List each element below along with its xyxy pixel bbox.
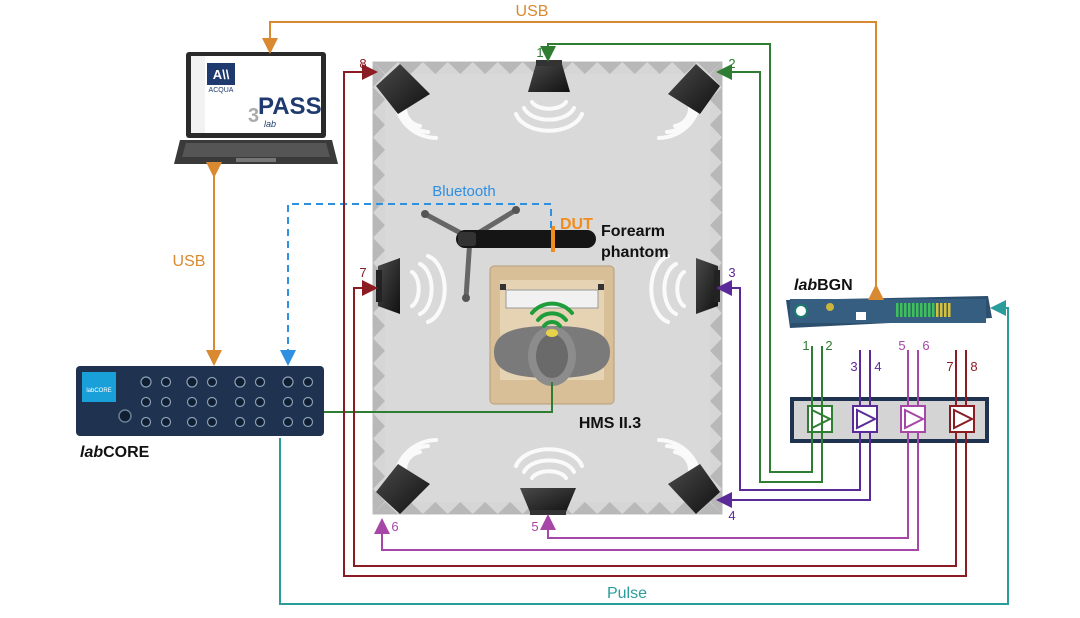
- bluetooth-line: [280, 203, 552, 366]
- forearm-label-2: phantom: [601, 244, 669, 261]
- labcore-jack: [234, 416, 246, 428]
- labcore-jack: [140, 396, 152, 408]
- labcore-jack: [206, 416, 218, 428]
- labbgn-level-led: [948, 303, 951, 317]
- labbgn-device: [786, 296, 992, 328]
- laptop: A\\ ACQUA 3 PASS lab: [174, 52, 338, 164]
- amp-ch78: [949, 405, 975, 433]
- labcore-jack: [234, 376, 246, 388]
- labcore-jack: [206, 396, 218, 408]
- speaker-7: [376, 258, 400, 314]
- labbgn-level-led: [920, 303, 923, 317]
- labcore-jack: [254, 396, 266, 408]
- bluetooth-label: Bluetooth: [432, 183, 495, 200]
- laptop-logo: ACQUA: [209, 87, 234, 94]
- amp-number-7: 7: [946, 359, 953, 374]
- laptop-pass: PASS: [258, 93, 322, 120]
- labcore-title: labCORE: [80, 444, 150, 461]
- pulse-line: [279, 300, 1009, 605]
- channel-4-line: [716, 432, 871, 508]
- channel-8-line: [343, 64, 967, 577]
- speaker-number-5: 5: [531, 519, 538, 534]
- labcore-jack: [160, 396, 172, 408]
- labcore-device: labCORE: [76, 366, 324, 436]
- channel-3-line: [716, 280, 861, 491]
- speaker-number-8: 8: [359, 56, 366, 71]
- speaker-number-4: 4: [728, 508, 735, 523]
- labcore-jack: [302, 376, 314, 388]
- dut-label: DUT: [560, 216, 593, 233]
- channel-1-line: [540, 43, 813, 473]
- labcore-jack: [234, 396, 246, 408]
- labbgn-level-led: [912, 303, 915, 317]
- labcore-jack: [302, 396, 314, 408]
- svg-text:A\\: A\\: [213, 67, 230, 82]
- labbgn-level-led: [932, 303, 935, 317]
- usb-label-top: USB: [516, 3, 549, 20]
- labbgn-level-led: [944, 303, 947, 317]
- channel-6-line: [374, 432, 919, 551]
- speaker-number-2: 2: [728, 56, 735, 71]
- speaker-number-7: 7: [359, 265, 366, 280]
- labcore-jack: [160, 416, 172, 428]
- speaker-number-6: 6: [391, 519, 398, 534]
- labcore-jack: [140, 416, 152, 428]
- amp-number-6: 6: [922, 338, 929, 353]
- hms-label: HMS II.3: [579, 415, 641, 432]
- channel-2-line: [716, 64, 823, 483]
- amp-number-2: 2: [825, 338, 832, 353]
- labbgn-level-led: [896, 303, 899, 317]
- labcore-jack: [206, 376, 218, 388]
- labcore-jack: [254, 376, 266, 388]
- pulse-label: Pulse: [607, 585, 647, 602]
- amp-ch34: [852, 405, 878, 433]
- labcore-jack: [282, 376, 294, 388]
- speaker-4: [668, 464, 720, 514]
- channel-5-line: [540, 432, 909, 539]
- labcore-jack: [302, 416, 314, 428]
- amp-ch56: [900, 405, 926, 433]
- labcore-jack: [254, 416, 266, 428]
- dut-marker: [551, 226, 555, 252]
- speaker-6: [376, 464, 430, 514]
- laptop-lab: lab: [264, 119, 276, 129]
- labbgn-level-led: [904, 303, 907, 317]
- labcore-jack: [186, 416, 198, 428]
- labbgn-level-led: [940, 303, 943, 317]
- hms-connection-line: [324, 382, 553, 413]
- labbgn-level-led: [928, 303, 931, 317]
- channel-7-line: [353, 280, 957, 567]
- usb-line-top: [262, 21, 884, 300]
- labcore-jack: [140, 376, 152, 388]
- speaker-3: [696, 258, 720, 314]
- labcore-jack: [186, 376, 198, 388]
- amp-number-8: 8: [970, 359, 977, 374]
- labcore-jack: [282, 396, 294, 408]
- laptop-3: 3: [248, 105, 259, 127]
- amp-number-5: 5: [898, 338, 905, 353]
- amp-number-4: 4: [874, 359, 881, 374]
- amplifier-rack: [790, 397, 989, 443]
- labcore-jack: [282, 416, 294, 428]
- labcore-jack: [186, 396, 198, 408]
- labbgn-level-led: [900, 303, 903, 317]
- amp-number-1: 1: [802, 338, 809, 353]
- labcore-jack: [160, 376, 172, 388]
- labbgn-level-led: [924, 303, 927, 317]
- labbgn-title: labBGN: [794, 277, 853, 294]
- labbgn-level-led: [916, 303, 919, 317]
- labbgn-level-led: [908, 303, 911, 317]
- speaker-number-3: 3: [728, 265, 735, 280]
- labcore-screen: labCORE: [86, 388, 111, 394]
- speaker-5: [520, 488, 576, 515]
- labbgn-level-led: [936, 303, 939, 317]
- forearm-label-1: Forearm: [601, 223, 665, 240]
- amp-number-3: 3: [850, 359, 857, 374]
- usb-label-side: USB: [173, 253, 206, 270]
- speaker-number-1: 1: [536, 45, 543, 60]
- wireless-icon: [530, 301, 574, 328]
